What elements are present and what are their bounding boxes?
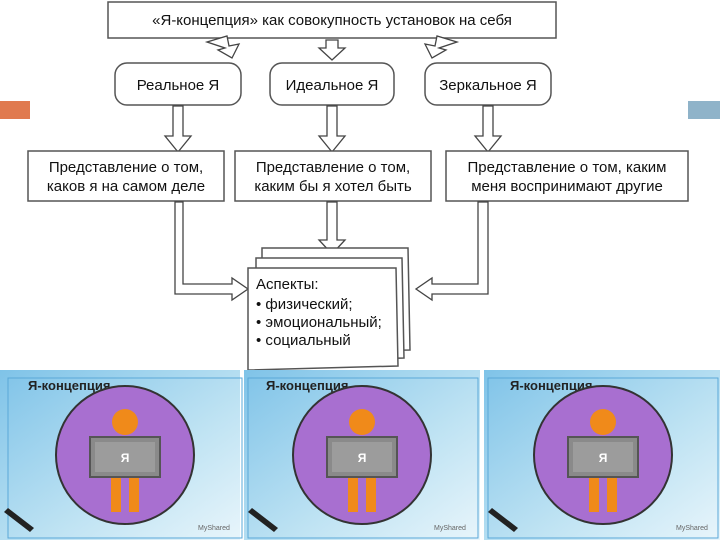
desc-mirror-line1: Представление о том, каким [467,159,666,176]
top-title-box [107,1,557,39]
person-holding-sign-figure: Я [89,409,161,512]
desc-box-ideal [234,150,432,202]
arrow-real-to-aspects [174,201,250,302]
sign-board-inner [332,442,392,472]
kind-label-ideal: Идеальное Я [286,77,379,94]
figure-leg [129,468,139,512]
aspects-item: • социальный [256,332,351,349]
figure-leg [589,468,599,512]
pen-icon [4,508,34,532]
desc-box-mirror [445,150,689,202]
concept-panel: Я-концепция Я MyShared [484,370,720,540]
arrow-title-to-ideal [317,39,347,61]
desc-box-real [27,150,225,202]
logo-text: MyShared [434,525,466,532]
panel-frame [487,377,719,539]
concept-panel: Я-концепция Я MyShared [0,370,243,540]
kind-label-real: Реальное Я [137,77,220,94]
desc-real-line1: Представление о том, [49,159,203,176]
panel-frame [247,377,479,539]
figure-leg [366,468,376,512]
arrow-mirror-to-aspects [414,201,489,302]
desc-ideal-line2: каким бы я хотел быть [254,178,412,195]
figure-head [112,409,138,435]
sign-text: Я [599,451,608,465]
arrow-title-to-mirror [423,35,460,59]
desc-ideal-line1: Представление о том, [256,159,410,176]
pen-icon [488,508,518,532]
person-holding-sign-figure: Я [567,409,639,512]
kind-box-mirror [424,62,552,106]
concept-panels: Я-концепция Я MyShared Я-концепция [0,370,720,540]
figure-head [349,409,375,435]
desc-mirror-line2: меня воспринимают другие [471,178,663,195]
kind-label-mirror: Зеркальное Я [439,77,537,94]
panel-title: Я-концепция [510,378,592,393]
panel-title: Я-концепция [266,378,348,393]
logo-text: MyShared [198,525,230,532]
aspects-heading: Аспекты: [256,276,319,293]
accent-square-right [688,101,720,119]
figure-head [590,409,616,435]
panel-frame [7,377,243,539]
person-holding-sign-figure: Я [326,409,398,512]
pen-icon [248,508,278,532]
aspects-item: • эмоциональный; [256,314,382,331]
figure-leg [348,468,358,512]
top-title: «Я-концепция» как совокупность установок… [152,12,512,29]
desc-real-line2: каков я на самом деле [47,178,205,195]
aspects-sheet-front [247,267,399,371]
kind-box-ideal [269,62,395,106]
arrow-ideal-to-aspects [317,201,347,255]
sign-board-inner [573,442,633,472]
arrow-ideal-to-desc [317,105,347,154]
arrow-title-to-real [204,35,241,59]
figure-leg [111,468,121,512]
concept-panel: Я-концепция Я MyShared [244,370,480,540]
sign-board-inner [95,442,155,472]
accent-square-left [0,101,30,119]
sign-text: Я [358,451,367,465]
logo-text: MyShared [676,525,708,532]
figure-leg [607,468,617,512]
arrow-mirror-to-desc [473,105,503,154]
aspects-stack: Аспекты: • физический; • эмоциональный; … [247,247,411,371]
kind-box-real [114,62,242,106]
panel-title: Я-концепция [28,378,110,393]
aspects-item: • физический; [256,296,353,313]
sign-text: Я [121,451,130,465]
arrow-real-to-desc [163,105,193,154]
